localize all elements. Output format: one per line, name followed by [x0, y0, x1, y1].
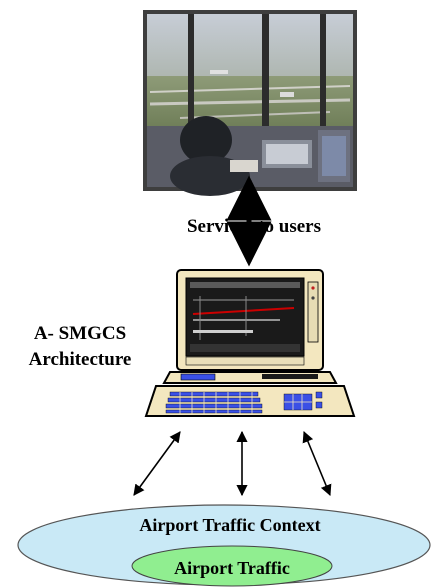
- arrow-left: [133, 431, 181, 496]
- workstation-computer-icon: [144, 269, 356, 417]
- control-tower-photo: [143, 10, 357, 196]
- airport-traffic-ellipse: [131, 545, 333, 587]
- arrow-right: [302, 430, 332, 497]
- architecture-label-line1: A- SMGCS: [34, 323, 126, 344]
- services-to-users-label: Services to users: [187, 216, 321, 237]
- airport-traffic-label: Airport Traffic: [174, 558, 290, 578]
- architecture-label-line2: Architecture: [29, 349, 132, 370]
- airport-traffic-context-label: Airport Traffic Context: [139, 515, 320, 535]
